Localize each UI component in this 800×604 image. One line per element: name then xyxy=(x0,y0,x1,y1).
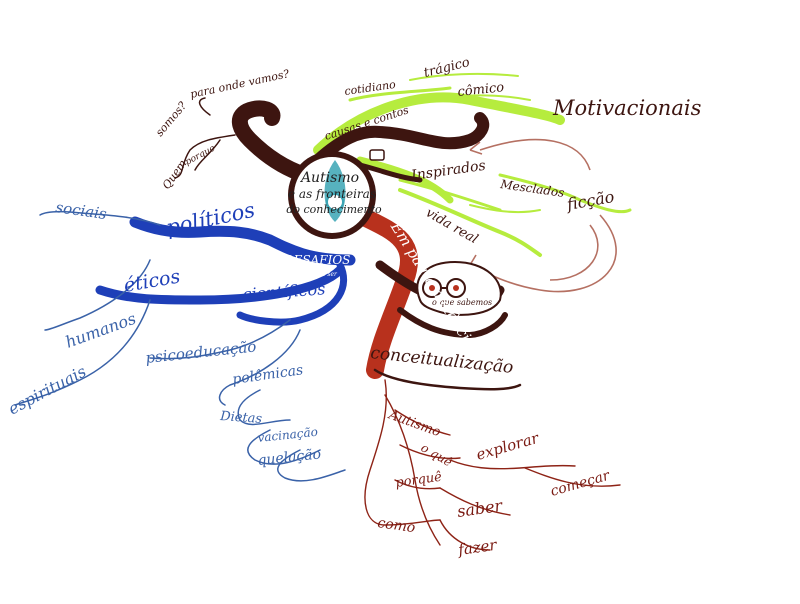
conceitualizacao-porque: porquê xyxy=(394,470,443,491)
motivacionais-comico: cômico xyxy=(457,80,505,100)
conceitualizacao-autismo: Autismo xyxy=(386,407,443,440)
perspectivas-child-para-onde: para onde vamos? xyxy=(189,67,291,101)
motivacionais-tragico: trágico xyxy=(422,55,471,81)
desafios-humanos: humanos xyxy=(63,309,139,352)
perspectivas-child-somos: somos? xyxy=(153,99,189,139)
conceitualizacao-subtree xyxy=(364,379,621,551)
central-node: Autismo e as fronteiras do conhecimento xyxy=(286,151,382,239)
conceitualizacao-explorar: explorar xyxy=(474,429,541,464)
cup-icon xyxy=(369,149,385,161)
conceitualizacao-o-que: o quê xyxy=(419,440,455,469)
desafios-psicoeducacao: psicoeducação xyxy=(145,337,258,367)
desafios-dietas: Dietas xyxy=(219,409,263,427)
conceitualizacao-comecar: começar xyxy=(549,467,613,499)
desafios-espirituais: espirituais xyxy=(5,362,89,419)
motivacionais-mesclados: Mesclados xyxy=(499,177,566,200)
desafios-eticos: éticos xyxy=(122,265,182,297)
ciencia-note-text: o que sabemos xyxy=(432,298,492,307)
ficcao-arrows xyxy=(469,138,617,293)
conceitualizacao-saber: saber xyxy=(456,496,505,521)
center-title-line2: e as fronteiras xyxy=(288,187,376,201)
desafios-label: DESAFIOS xyxy=(283,253,350,267)
desafios-cientificos: científicos xyxy=(242,279,326,304)
desafios-sublabel: que deve ser xyxy=(298,271,338,278)
desafios-branch xyxy=(14,210,356,482)
conceitualizacao-fazer: fazer xyxy=(456,536,498,559)
conceitualizacao-label: conceitualização xyxy=(369,343,514,378)
desafios-vacinacao: vacinação xyxy=(257,425,319,445)
perspectivas-branch xyxy=(174,97,490,183)
perspectivas-child-porque: porque xyxy=(184,144,217,168)
desafios-quelacao: quelação xyxy=(257,446,322,469)
ciencia-note: o que sabemos xyxy=(416,260,502,316)
center-title-line3: do conhecimento xyxy=(286,203,382,216)
motivacionais-branch xyxy=(313,72,632,257)
motivacionais-inspirados: Inspirados xyxy=(409,158,486,184)
desafios-sociais: sociais xyxy=(54,198,108,223)
conceitualizacao-como: como xyxy=(376,515,416,536)
motivacionais-label: Motivacionais xyxy=(552,96,702,120)
center-title-line1: Autismo xyxy=(299,170,359,186)
desafios-polemicas: polêmicas xyxy=(231,362,304,388)
